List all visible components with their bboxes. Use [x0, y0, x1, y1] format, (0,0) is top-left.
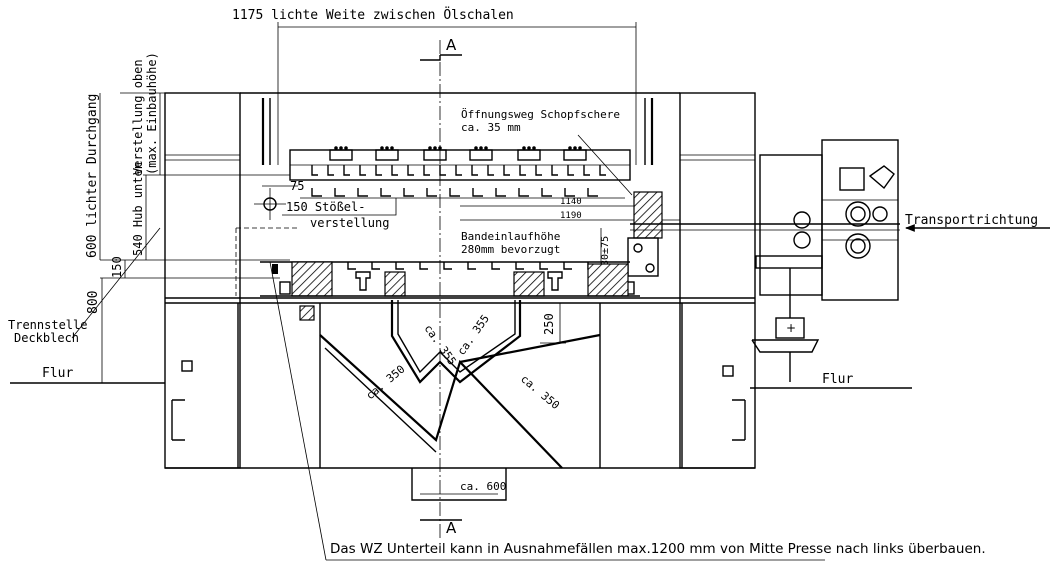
section-a-bottom-label: A	[446, 519, 457, 537]
dim-150-label: 150	[110, 256, 124, 278]
shear-mechanism: Öffnungsweg Schopfschere ca. 35 mm 1140 …	[460, 108, 680, 295]
transport-direction-label: Transportrichtung	[905, 213, 1038, 228]
dim-1190-label: 1190	[560, 211, 582, 221]
floor-lines: Flur Flur	[10, 366, 912, 389]
press-frame	[164, 92, 756, 469]
strip-height-label-line2: 280mm bevorzugt	[461, 243, 560, 256]
separation-annotation: Trennstelle Deckblech	[8, 227, 161, 345]
top-dimension: 1175 lichte Weite zwischen Ölschalen	[232, 6, 637, 165]
upper-tool: 75 150 Stößel- verstellung	[254, 146, 631, 230]
section-a-top-label: A	[446, 36, 457, 54]
dim-230-75-label: 230±75	[600, 236, 611, 272]
dim-250-label: 250	[542, 313, 556, 335]
ca-350-right-label: ca. 350	[518, 372, 562, 412]
dim-75-label: 75	[290, 179, 304, 193]
clear-passage-label: 600 lichter Durchgang	[85, 94, 100, 258]
ca-355-right-label: ca. 355	[455, 312, 492, 357]
ca-350-left-label: ca. 350	[364, 363, 408, 403]
svg-text:+: +	[786, 321, 796, 335]
footnote: Das WZ Unterteil kann in Ausnahmefällen …	[269, 261, 986, 561]
dim-1140-label: 1140	[560, 197, 582, 207]
shear-opening-label-line1: Öffnungsweg Schopfschere	[461, 108, 620, 121]
stroke-down-label: 540 Hub unten	[131, 162, 145, 256]
transport-direction: Transportrichtung	[905, 213, 1050, 232]
strip-feeder: +	[630, 139, 900, 382]
separation-label-line1: Trennstelle	[8, 318, 87, 332]
dim-800-label: 800	[86, 291, 101, 314]
ram-adjust-label-line1: 150 Stößel-	[286, 200, 365, 214]
separation-label-line2: Deckblech	[14, 331, 79, 345]
center-line-a: A A	[420, 36, 462, 540]
left-vertical-dimensions: Verstellung oben (max. Einbauhöhe) 600 l…	[85, 52, 636, 384]
vertical-adjust-label-line2: (max. Einbauhöhe)	[145, 52, 159, 175]
floor-right-label: Flur	[822, 372, 853, 387]
floor-left-label: Flur	[42, 366, 73, 381]
footnote-text: Das WZ Unterteil kann in Ausnahmefällen …	[330, 541, 986, 557]
ram-adjust-label-line2: verstellung	[310, 216, 389, 230]
scrap-chute: 250 ca. 355 ca. 355 ca. 350 ca. 350 ca. …	[319, 300, 601, 501]
shear-opening-label-line2: ca. 35 mm	[461, 121, 521, 134]
lower-tool	[235, 227, 640, 321]
strip-height-label-line1: Bandeinlaufhöhe	[461, 230, 560, 243]
vertical-adjust-label-line1: Verstellung oben	[131, 59, 145, 175]
ca-600-label: ca. 600	[460, 480, 506, 493]
top-dimension-label: 1175 lichte Weite zwischen Ölschalen	[232, 6, 514, 23]
